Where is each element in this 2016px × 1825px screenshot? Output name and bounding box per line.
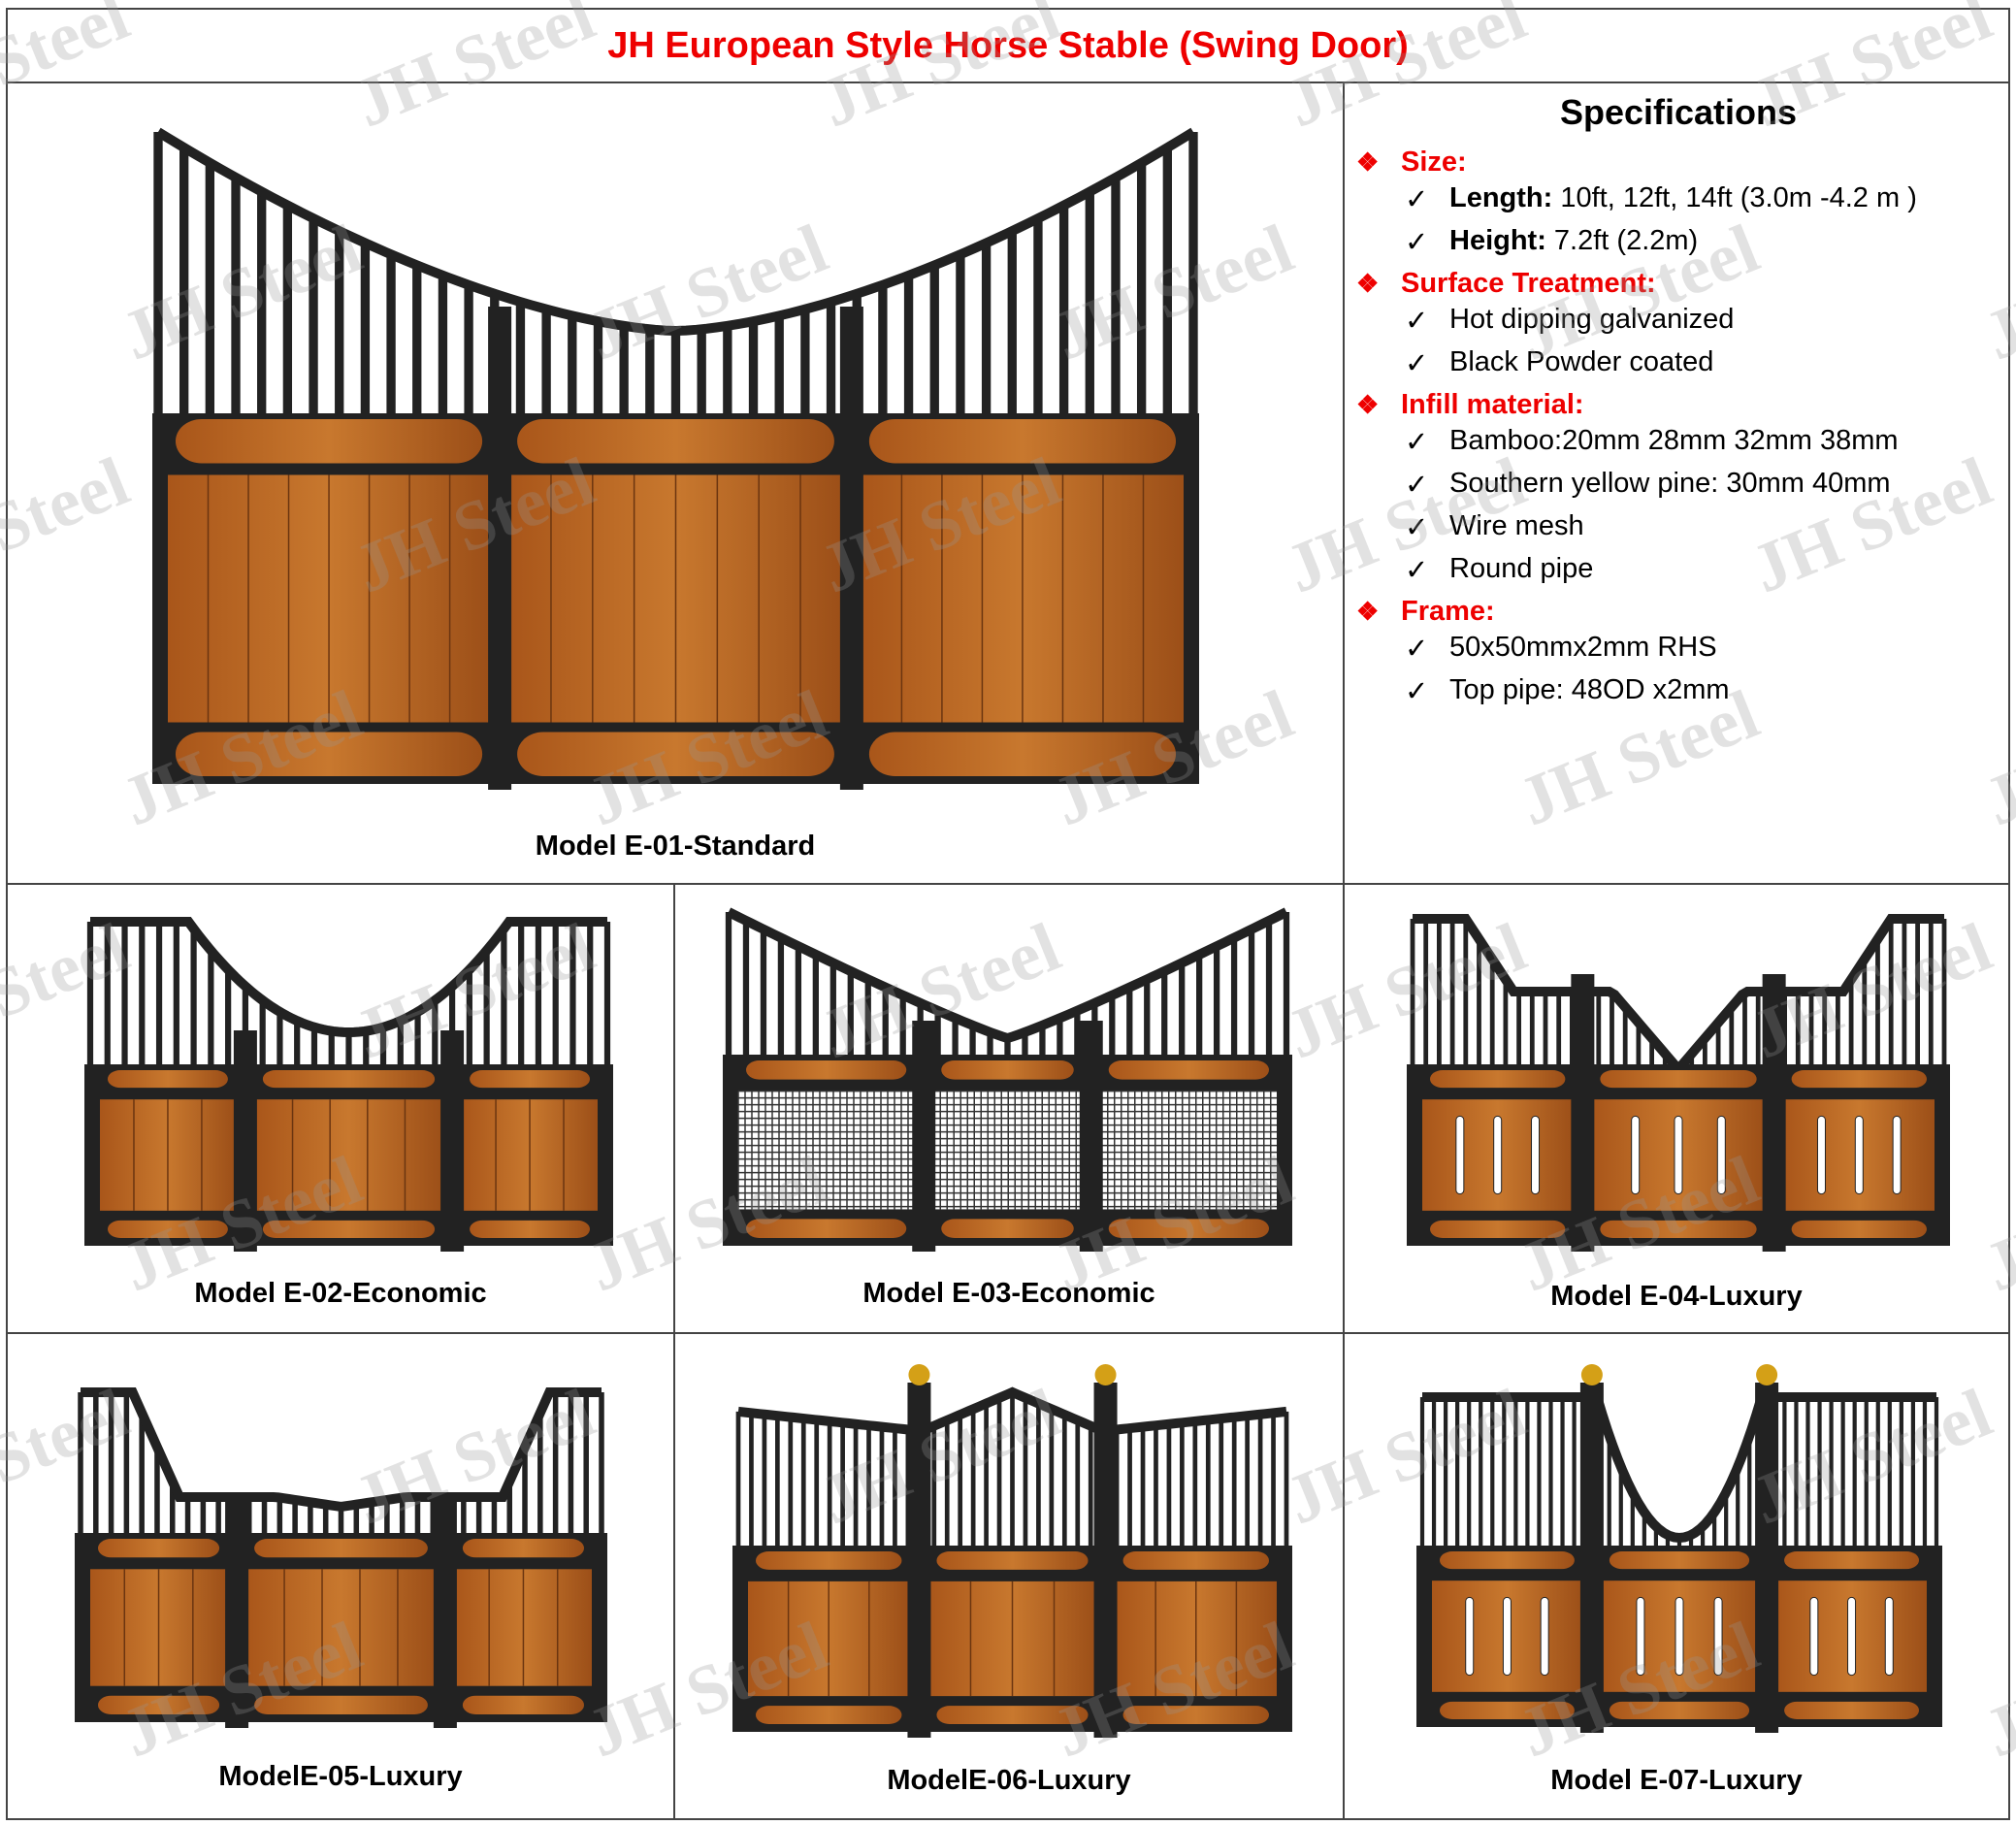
model-e01-panel: Model E-01-Standard (8, 83, 1343, 883)
spec-section: ❖ Infill material: (1356, 389, 2008, 421)
spec-item: ✓ Height: 7.2ft (2.2m) (1405, 225, 2008, 259)
model-caption: ModelE-06-Luxury (887, 1765, 1131, 1796)
model-caption: ModelE-05-Luxury (218, 1761, 463, 1792)
checkmark-icon: ✓ (1405, 306, 1429, 337)
spec-item: ✓ Hot dipping galvanized (1405, 304, 2008, 338)
checkmark-icon: ✓ (1405, 512, 1429, 543)
stable-illustration (723, 907, 1292, 1252)
spec-item-value: 10ft, 12ft, 14ft (3.0m -4.2 m ) (1552, 182, 1917, 213)
model-caption: Model E-03-Economic (862, 1278, 1155, 1309)
model-e05-panel: ModelE-05-Luxury (8, 1334, 673, 1818)
page-title: JH European Style Horse Stable (Swing Do… (607, 24, 1409, 66)
specifications-panel: Specifications ❖ Size: ✓ Length: 10ft, 12ft… (1349, 92, 2008, 717)
checkmark-icon: ✓ (1405, 676, 1429, 707)
spec-item: ✓ Length: 10ft, 12ft, 14ft (3.0m -4.2 m ) (1405, 182, 2008, 216)
model-e02-panel: Model E-02-Economic (8, 885, 673, 1332)
spec-section: ❖ Surface Treatment: (1356, 268, 2008, 300)
stable-illustration (1407, 914, 1950, 1252)
spec-section-label: Size: (1401, 147, 1467, 178)
spec-item-value: Wire mesh (1449, 510, 1584, 541)
model-caption: Model E-02-Economic (194, 1278, 487, 1309)
model-e07-panel: Model E-07-Luxury (1345, 1334, 2008, 1818)
spec-item: ✓ Southern yellow pine: 30mm 40mm (1405, 468, 2008, 502)
checkmark-icon: ✓ (1405, 348, 1429, 379)
spec-item-key: Height: (1449, 225, 1546, 256)
diamond-bullet-icon: ❖ (1356, 269, 1380, 298)
specifications-heading: Specifications (1559, 92, 1798, 132)
stable-illustration (75, 1387, 607, 1728)
spec-item-value: 50x50mmx2mm RHS (1449, 632, 1717, 663)
spec-item: ✓ Wire mesh (1405, 510, 2008, 544)
spec-item: ✓ 50x50mmx2mm RHS (1405, 632, 2008, 666)
stable-illustration (84, 917, 613, 1252)
spec-item-value: Top pipe: 48OD x2mm (1449, 674, 1730, 705)
spec-item-value: Bamboo:20mm 28mm 32mm 38mm (1449, 425, 1899, 456)
spec-item: ✓ Bamboo:20mm 28mm 32mm 38mm (1405, 425, 2008, 459)
model-e06-panel: ModelE-06-Luxury (675, 1334, 1343, 1818)
spec-section-label: Infill material: (1401, 389, 1584, 420)
diamond-bullet-icon: ❖ (1356, 390, 1380, 419)
model-caption: Model E-01-Standard (535, 831, 816, 862)
diamond-bullet-icon: ❖ (1356, 147, 1380, 177)
checkmark-icon: ✓ (1405, 184, 1429, 215)
model-caption: Model E-07-Luxury (1550, 1765, 1803, 1796)
checkmark-icon: ✓ (1405, 634, 1429, 665)
model-e04-panel: Model E-04-Luxury (1345, 885, 2008, 1332)
spec-item-value: 7.2ft (2.2m) (1545, 225, 1699, 256)
spec-item-key: Length: (1449, 182, 1553, 213)
spec-section: ❖ Size: (1356, 147, 2008, 179)
diamond-bullet-icon: ❖ (1356, 597, 1380, 626)
stable-illustration (152, 127, 1199, 790)
spec-item-value: Hot dipping galvanized (1449, 304, 1735, 335)
model-e03-panel: Model E-03-Economic (675, 885, 1343, 1332)
spec-item-value: Round pipe (1449, 553, 1594, 584)
spec-section-label: Surface Treatment: (1401, 268, 1656, 299)
checkmark-icon: ✓ (1405, 555, 1429, 586)
spec-section: ❖ Frame: (1356, 596, 2008, 628)
checkmark-icon: ✓ (1405, 427, 1429, 458)
spec-item: ✓ Top pipe: 48OD x2mm (1405, 674, 2008, 708)
spec-item-value: Southern yellow pine: 30mm 40mm (1449, 468, 1891, 499)
spec-item: ✓ Round pipe (1405, 553, 2008, 587)
spec-section-label: Frame: (1401, 596, 1495, 627)
spec-item-value: Black Powder coated (1449, 346, 1714, 377)
stable-illustration (1416, 1364, 1942, 1733)
checkmark-icon: ✓ (1405, 227, 1429, 258)
model-caption: Model E-04-Luxury (1550, 1281, 1803, 1312)
checkmark-icon: ✓ (1405, 470, 1429, 501)
spec-item: ✓ Black Powder coated (1405, 346, 2008, 380)
stable-illustration (732, 1364, 1292, 1738)
